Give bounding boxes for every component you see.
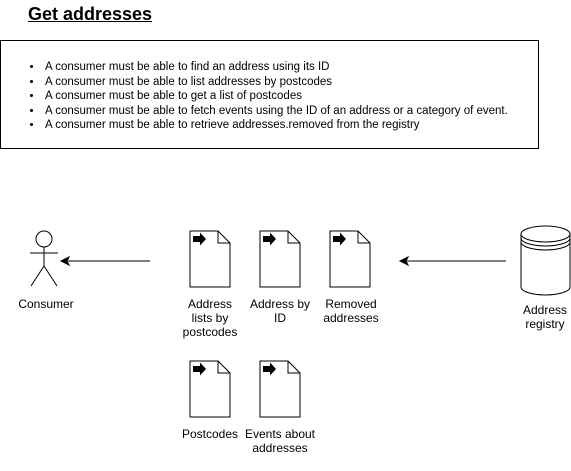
document-events-icon bbox=[259, 360, 301, 418]
requirements-list: A consumer must be able to find an addre… bbox=[1, 60, 508, 133]
document-events-label: Events about addresses bbox=[244, 427, 316, 455]
requirement-item: A consumer must be able to list addresse… bbox=[43, 75, 508, 90]
document-address-lists-icon bbox=[189, 230, 231, 288]
document-address-lists-label: Address lists by postcodes bbox=[182, 297, 238, 339]
arrow-from-registry bbox=[398, 255, 506, 267]
document-address-by-id-icon bbox=[259, 230, 301, 288]
registry-label: Address registry bbox=[522, 303, 568, 331]
database-icon bbox=[520, 225, 571, 296]
document-postcodes-icon bbox=[189, 360, 231, 418]
page-title: Get addresses bbox=[28, 4, 153, 24]
requirement-item: A consumer must be able to retrieve addr… bbox=[43, 118, 508, 133]
arrow-to-consumer bbox=[59, 255, 150, 267]
consumer-actor-icon bbox=[30, 230, 58, 287]
requirements-box: A consumer must be able to find an addre… bbox=[0, 40, 539, 149]
requirement-item: A consumer must be able to fetch events … bbox=[43, 104, 508, 119]
document-address-by-id-label: Address by ID bbox=[249, 297, 311, 325]
document-removed-addresses-icon bbox=[329, 230, 371, 288]
requirement-item: A consumer must be able to find an addre… bbox=[43, 60, 508, 75]
requirement-item: A consumer must be able to get a list of… bbox=[43, 89, 508, 104]
document-removed-addresses-label: Removed addresses bbox=[323, 297, 379, 325]
document-postcodes-label: Postcodes bbox=[181, 427, 239, 441]
consumer-label: Consumer bbox=[18, 297, 74, 311]
